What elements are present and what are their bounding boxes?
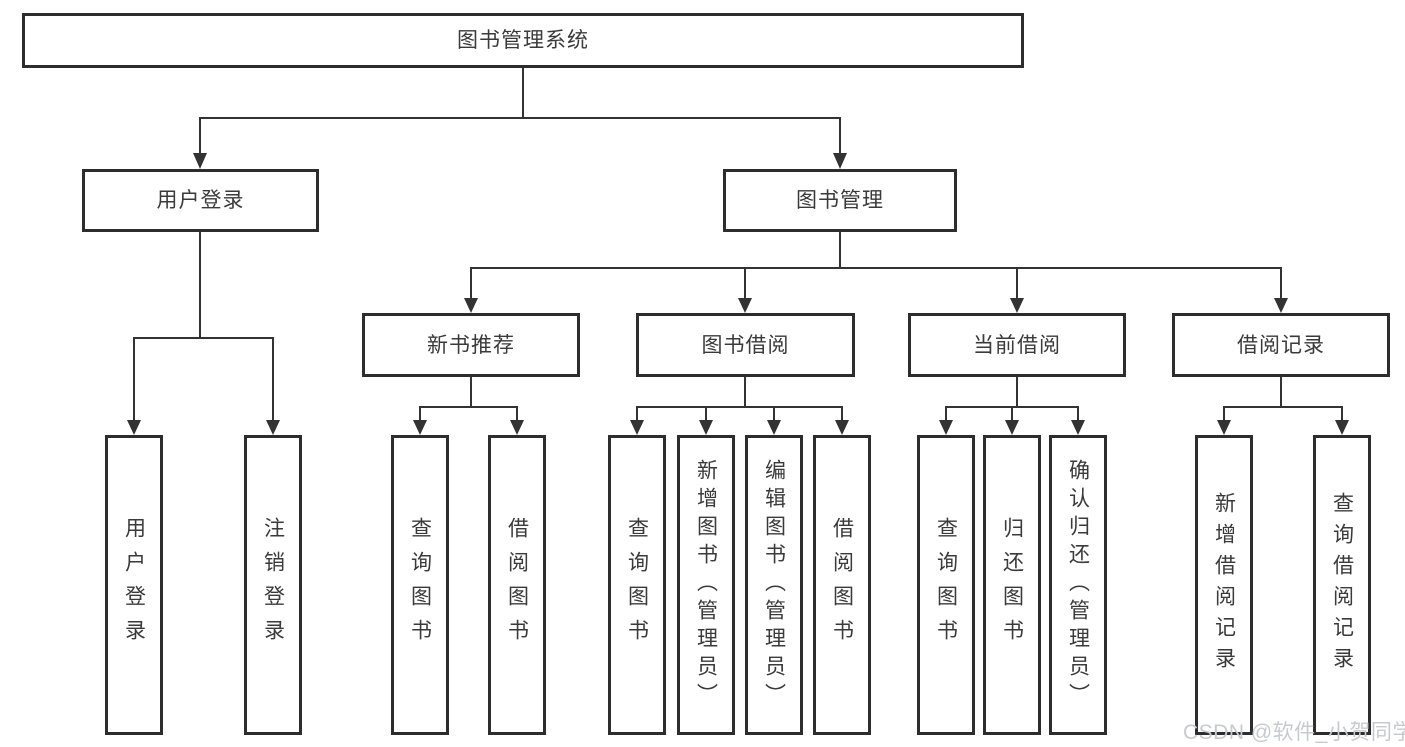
node-return-books: 归还图书 (983, 435, 1041, 735)
node-book-management: 图书管理 (723, 169, 957, 232)
node-borrow-records: 借阅记录 (1172, 313, 1390, 377)
node-book-borrow-label: 图书借阅 (701, 333, 790, 357)
node-query-books-borrow: 查询图书 (608, 435, 666, 735)
node-borrow-books-recommend: 借阅图书 (488, 435, 546, 735)
node-borrow-records-label: 借阅记录 (1237, 333, 1325, 357)
node-return-books-label: 归还图书 (1000, 517, 1024, 653)
node-query-books-current-label: 查询图书 (934, 517, 958, 653)
node-query-books-current: 查询图书 (917, 435, 975, 735)
node-borrow-books-recommend-label: 借阅图书 (505, 517, 529, 653)
node-query-books-borrow-label: 查询图书 (625, 517, 649, 653)
node-confirm-return-admin-label: 确认归还（管理员） (1066, 459, 1090, 711)
csdn-watermark: CSDN @软件_小贺同学 (1183, 721, 1405, 744)
node-add-books-admin: 新增图书（管理员） (677, 435, 735, 735)
node-user-login: 用户登录 (105, 435, 163, 735)
node-book-borrow: 图书借阅 (636, 313, 855, 377)
node-edit-books-admin-label: 编辑图书（管理员） (762, 459, 786, 711)
node-user-login-branch: 用户登录 (82, 169, 319, 232)
node-current-borrow-label: 当前借阅 (973, 333, 1061, 357)
node-query-books-recommend: 查询图书 (391, 435, 449, 735)
node-book-management-label: 图书管理 (796, 189, 884, 212)
node-add-borrow-record: 新增借阅记录 (1195, 435, 1253, 735)
node-library-system-label: 图书管理系统 (457, 29, 589, 52)
node-add-borrow-record-label: 新增借阅记录 (1212, 492, 1236, 678)
node-borrow-books-label: 借阅图书 (830, 517, 854, 653)
node-confirm-return-admin: 确认归还（管理员） (1049, 435, 1107, 735)
node-add-books-admin-label: 新增图书（管理员） (694, 459, 718, 711)
node-query-borrow-record-label: 查询借阅记录 (1330, 492, 1354, 678)
node-logout-label: 注销登录 (261, 517, 285, 653)
node-borrow-books: 借阅图书 (813, 435, 871, 735)
node-new-book-recommend-label: 新书推荐 (427, 333, 515, 357)
node-query-books-recommend-label: 查询图书 (408, 517, 432, 653)
node-user-login-label: 用户登录 (122, 517, 146, 653)
node-current-borrow: 当前借阅 (908, 313, 1126, 377)
node-edit-books-admin: 编辑图书（管理员） (745, 435, 803, 735)
node-query-borrow-record: 查询借阅记录 (1313, 435, 1371, 735)
node-library-system: 图书管理系统 (22, 13, 1024, 68)
node-new-book-recommend: 新书推荐 (362, 313, 580, 377)
node-logout: 注销登录 (244, 435, 302, 735)
node-user-login-branch-label: 用户登录 (156, 189, 245, 212)
